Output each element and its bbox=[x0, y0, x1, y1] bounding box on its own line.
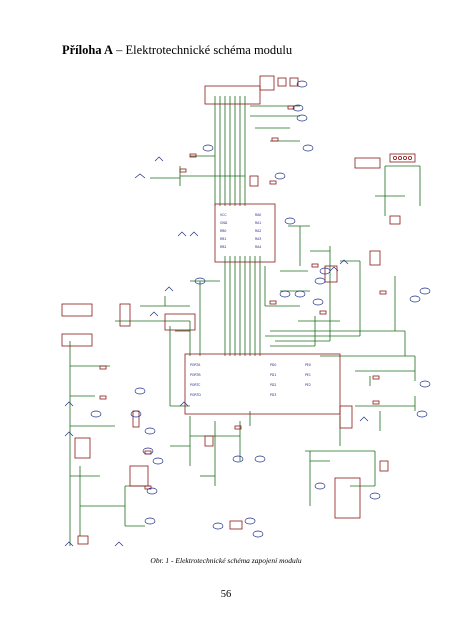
svg-text:RA1: RA1 bbox=[255, 221, 261, 225]
appendix-title: – Elektrotechnické schéma modulu bbox=[113, 43, 293, 57]
page-number: 56 bbox=[220, 589, 232, 600]
svg-text:PD2: PD2 bbox=[270, 383, 276, 387]
svg-text:PD0: PD0 bbox=[270, 363, 276, 367]
svg-text:PORTC: PORTC bbox=[190, 383, 201, 387]
appendix-label: Příloha A bbox=[62, 43, 114, 57]
circuit-schematic: VCC GND RB0 RB1 RB2 RA0 RA1 RA2 RA3 RA4 … bbox=[61, 75, 431, 547]
svg-text:PE1: PE1 bbox=[305, 373, 311, 377]
svg-text:PD1: PD1 bbox=[270, 373, 276, 377]
svg-text:RA3: RA3 bbox=[255, 237, 261, 241]
svg-text:PORTB: PORTB bbox=[190, 373, 201, 377]
svg-text:RB0: RB0 bbox=[220, 229, 226, 233]
svg-text:PE0: PE0 bbox=[305, 363, 311, 367]
appendix-heading: Příloha A – Elektrotechnické schéma modu… bbox=[62, 43, 292, 58]
figure-caption: Obr. 1 - Elektrotechnické schéma zapojen… bbox=[150, 556, 302, 565]
svg-text:RB1: RB1 bbox=[220, 237, 226, 241]
svg-text:RA0: RA0 bbox=[255, 213, 261, 217]
svg-text:RB2: RB2 bbox=[220, 245, 226, 249]
svg-text:PD3: PD3 bbox=[270, 393, 276, 397]
svg-text:PE2: PE2 bbox=[305, 383, 311, 387]
svg-text:GND: GND bbox=[220, 221, 228, 225]
svg-text:VCC: VCC bbox=[220, 213, 227, 217]
svg-text:RA2: RA2 bbox=[255, 229, 261, 233]
svg-text:PORTD: PORTD bbox=[190, 393, 201, 397]
svg-text:PORTA: PORTA bbox=[190, 363, 201, 367]
svg-text:RA4: RA4 bbox=[255, 245, 261, 249]
